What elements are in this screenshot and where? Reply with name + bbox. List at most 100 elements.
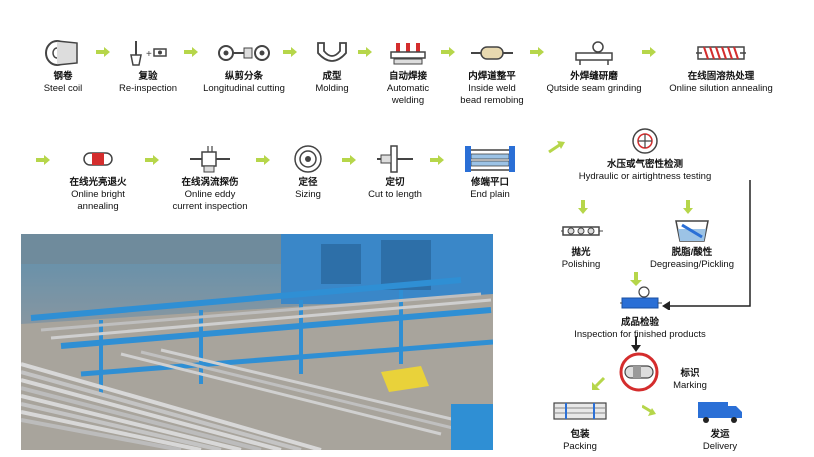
step-label-cn: 抛光 xyxy=(571,247,591,258)
step-label-en: welding xyxy=(391,95,425,106)
step-marking: 标识 Marking xyxy=(664,365,716,392)
flow-arrow xyxy=(530,47,544,57)
step-cut-to-length: 定切 Cut to length xyxy=(358,144,432,201)
step-steel-coil: 钢卷 Steel coil xyxy=(28,38,98,95)
step-label-cn: 脱脂/酸性 xyxy=(671,247,713,258)
step-label-cn: 外焊缝研磨 xyxy=(570,71,618,82)
step-longitudinal-cutting: 纵剪分条 Longitudinal cutting xyxy=(192,38,296,95)
step-end-plain: 修端平口 End plain xyxy=(454,144,526,201)
step-bright-annealing: 在线光亮退火 Online bright annealing xyxy=(58,144,138,213)
packing-icon xyxy=(548,396,612,426)
step-label-cn: 在线固溶热处理 xyxy=(687,71,755,82)
factory-photo xyxy=(21,234,493,450)
step-pressure-test: 水压或气密性检测 Hydraulic or airtightness testi… xyxy=(568,126,722,183)
step-label-en: Automatic xyxy=(386,83,430,94)
step-label-cn: 定径 xyxy=(298,177,318,188)
step-label-cn: 复验 xyxy=(138,71,158,82)
marking-icon xyxy=(617,352,661,392)
step-polishing: 抛光 Polishing xyxy=(546,214,616,271)
flow-arrow xyxy=(36,155,50,165)
flow-arrow xyxy=(358,47,372,57)
step-label-cn: 水压或气密性检测 xyxy=(606,159,683,170)
step-molding: 成型 Molding xyxy=(300,38,364,95)
step-label-cn: 标识 xyxy=(680,368,700,379)
flow-arrow xyxy=(96,47,110,57)
step-re-inspection: + 复验 Re-inspection xyxy=(108,38,188,95)
polishing-icon xyxy=(546,214,616,244)
step-label-cn: 定切 xyxy=(385,177,405,188)
step-label-cn: 成型 xyxy=(322,71,342,82)
step-delivery: 发运 Delivery xyxy=(690,396,750,453)
flow-arrow xyxy=(145,155,159,165)
step-label-cn: 在线光亮退火 xyxy=(69,177,127,188)
step-label-en: Online silution annealing xyxy=(669,83,773,94)
step-label-en: Marking xyxy=(673,380,707,391)
steel-coil-icon xyxy=(28,38,98,68)
step-label-en: Degreasing/Pickling xyxy=(650,259,734,270)
eddy-current-icon xyxy=(164,144,256,174)
return-flow-line xyxy=(662,180,751,310)
step-label-en: Re-inspection xyxy=(118,83,178,94)
flow-arrow xyxy=(441,47,455,57)
step-label-en: annealing xyxy=(77,201,119,212)
step-label-en: Cut to length xyxy=(368,189,422,200)
step-label-en: Longitudinal cutting xyxy=(203,83,285,94)
step-solution-annealing: 在线固溶热处理 Online silution annealing xyxy=(660,38,782,95)
step-label-cn: 纵剪分条 xyxy=(224,71,263,82)
flow-arrow xyxy=(548,141,565,154)
flow-arrow xyxy=(631,336,641,352)
cut-icon xyxy=(358,144,432,174)
step-label-cn: 修端平口 xyxy=(470,177,509,188)
step-label-en: bead remobing xyxy=(460,95,524,106)
pressure-test-icon xyxy=(568,126,722,156)
flow-arrow xyxy=(256,155,270,165)
step-label-cn: 钢卷 xyxy=(53,71,73,82)
flow-arrow xyxy=(642,404,656,416)
step-eddy-current: 在线涡流探伤 Online eddy current inspection xyxy=(164,144,256,213)
sizing-icon xyxy=(280,144,336,174)
step-label-en: Delivery xyxy=(702,441,738,452)
step-label-cn: 自动焊接 xyxy=(388,71,427,82)
re-inspection-icon: + xyxy=(108,38,188,68)
flow-arrow xyxy=(184,47,198,57)
flow-arrow xyxy=(592,376,606,390)
bright-annealing-icon xyxy=(58,144,138,174)
flow-arrow xyxy=(642,47,656,57)
step-packing: 包装 Packing xyxy=(548,396,612,453)
flow-arrow xyxy=(342,155,356,165)
step-label-en: Polishing xyxy=(561,259,601,270)
step-degreasing: 脱脂/酸性 Degreasing/Pickling xyxy=(644,214,740,271)
svg-text:+: + xyxy=(146,49,152,60)
welding-icon xyxy=(372,38,444,68)
longitudinal-cutting-icon xyxy=(192,38,296,68)
flow-arrow xyxy=(283,47,297,57)
seam-grinding-icon xyxy=(538,38,650,68)
step-inside-weld: 内焊道整平 Inside weld bead remobing xyxy=(452,38,532,107)
step-label-en: Steel coil xyxy=(43,83,83,94)
step-label-cn: 在线涡流探伤 xyxy=(181,177,239,188)
step-label-cn: 包装 xyxy=(570,429,590,440)
flow-arrow xyxy=(683,200,693,214)
step-label-en: Online eddy xyxy=(184,189,236,200)
flow-arrow xyxy=(630,272,642,286)
molding-icon xyxy=(300,38,364,68)
step-sizing: 定径 Sizing xyxy=(280,144,336,201)
flow-arrow xyxy=(578,200,588,214)
step-final-inspection: 成品检验 Inspection for finished products xyxy=(563,284,717,341)
step-label-en: Online bright xyxy=(71,189,125,200)
pickling-icon xyxy=(644,214,740,244)
step-seam-grinding: 外焊缝研磨 Qutside seam grinding xyxy=(538,38,650,95)
end-plain-icon xyxy=(454,144,526,174)
step-label-cn: 成品检验 xyxy=(620,317,659,328)
step-label-en: current inspection xyxy=(172,201,248,212)
step-label-en: Qutside seam grinding xyxy=(546,83,642,94)
final-inspection-icon xyxy=(563,284,717,314)
step-label-en: Inspection for finished products xyxy=(574,329,706,340)
inside-weld-icon xyxy=(452,38,532,68)
step-label-en: Molding xyxy=(315,83,349,94)
flow-arrow xyxy=(430,155,444,165)
step-label-en: Sizing xyxy=(295,189,321,200)
delivery-icon xyxy=(690,396,750,426)
step-label-en: Packing xyxy=(563,441,597,452)
step-label-en: Inside weld xyxy=(468,83,516,94)
